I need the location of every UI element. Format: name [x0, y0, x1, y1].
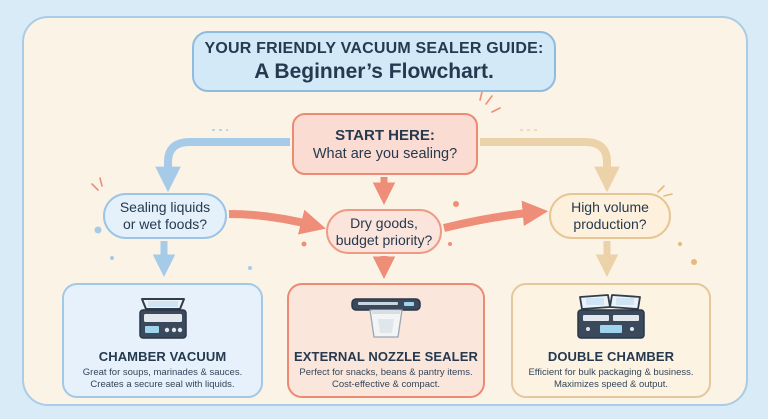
title-box: YOUR FRIENDLY VACUUM SEALER GUIDE: A Beg…	[192, 31, 556, 92]
question-dry-goods: Dry goods, budget priority?	[326, 209, 442, 254]
card-double-title: DOUBLE CHAMBER	[547, 349, 675, 364]
arrow-liquids-to-dry	[228, 209, 326, 235]
card-external-nozzle: EXTERNAL NOZZLE SEALER Perfect for snack…	[287, 283, 485, 398]
nozzle-sealer-icon	[351, 298, 421, 338]
question-liquids-line-1: Sealing liquids	[119, 199, 211, 215]
sparkle-left-icon	[91, 177, 103, 191]
card-double-desc-2: Maximizes speed & output.	[553, 379, 669, 390]
card-chamber-vacuum: CHAMBER VACUUM Great for soups, marinade…	[62, 283, 263, 398]
question-volume-line-1: High volume	[571, 199, 649, 215]
question-liquids-line-2: or wet foods?	[122, 216, 208, 232]
question-dry-line-1: Dry goods,	[350, 214, 418, 231]
start-label: START HERE:	[335, 126, 435, 144]
arrow-start-to-liquids	[155, 138, 290, 193]
start-node: START HERE: What are you sealing?	[292, 113, 478, 175]
card-nozzle-desc-1: Perfect for snacks, beans & pantry items…	[299, 367, 473, 378]
chamber-vacuum-icon	[138, 298, 187, 339]
card-double-desc-1: Efficient for bulk packaging & business.	[528, 367, 694, 378]
title-line-2: A Beginner’s Flowchart.	[254, 59, 494, 83]
card-nozzle-desc-2: Cost-effective & compact.	[331, 379, 441, 390]
card-nozzle-title: EXTERNAL NOZZLE SEALER	[294, 349, 478, 364]
title-line-1: YOUR FRIENDLY VACUUM SEALER GUIDE:	[204, 39, 544, 57]
question-high-volume: High volume production?	[549, 193, 671, 239]
question-volume-line-2: production?	[573, 216, 647, 232]
card-double-chamber: DOUBLE CHAMBER Efficient for bulk packag…	[511, 283, 711, 398]
card-chamber-title: CHAMBER VACUUM	[98, 349, 227, 364]
double-chamber-icon	[577, 294, 645, 339]
start-question: What are you sealing?	[312, 145, 458, 162]
arrow-start-to-volume	[480, 138, 620, 193]
card-chamber-desc-1: Great for soups, marinades & sauces.	[82, 367, 243, 378]
question-liquids: Sealing liquids or wet foods?	[103, 193, 227, 239]
arrow-dry-to-volume	[443, 200, 549, 232]
card-chamber-desc-2: Creates a secure seal with liquids.	[90, 379, 235, 390]
sparkle-far-right-icon	[657, 185, 673, 197]
sparkle-right-icon	[479, 91, 501, 113]
question-dry-line-2: budget priority?	[335, 231, 433, 248]
